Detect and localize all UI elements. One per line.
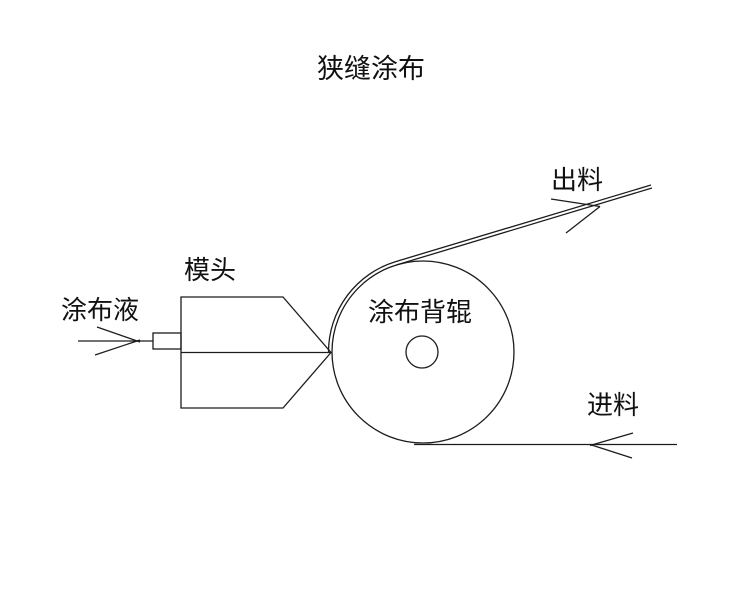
coating-liquid-arrow [78,326,153,356]
die-label: 模头 [184,256,236,285]
diagram-title: 狭缝涂布 [317,54,425,84]
infeed-arrow-barb-upper [589,432,634,447]
roller-shaft-circle [405,335,439,369]
coating-liquid-arrow-barb-upper [96,326,141,343]
backing-roller-circle [331,260,515,444]
infeed-arrow-barb-lower [589,443,633,459]
backing-roller-label: 涂布背辊 [368,298,472,327]
coated-web-path [327,184,652,353]
coating-liquid-arrow-barb-lower [94,339,141,356]
outfeed-arrow [550,198,601,234]
web-outfeed-line [396,187,653,266]
die-body [180,296,332,409]
infeed-label: 进料 [587,391,639,420]
coating-liquid-label: 涂布液 [61,296,139,325]
die-inlet-port [152,332,182,350]
outfeed-arrow-barb-upper [550,198,601,208]
outfeed-label: 出料 [551,166,603,195]
infeed-arrow [414,432,677,459]
outfeed-arrow-barb-lower [565,205,601,234]
